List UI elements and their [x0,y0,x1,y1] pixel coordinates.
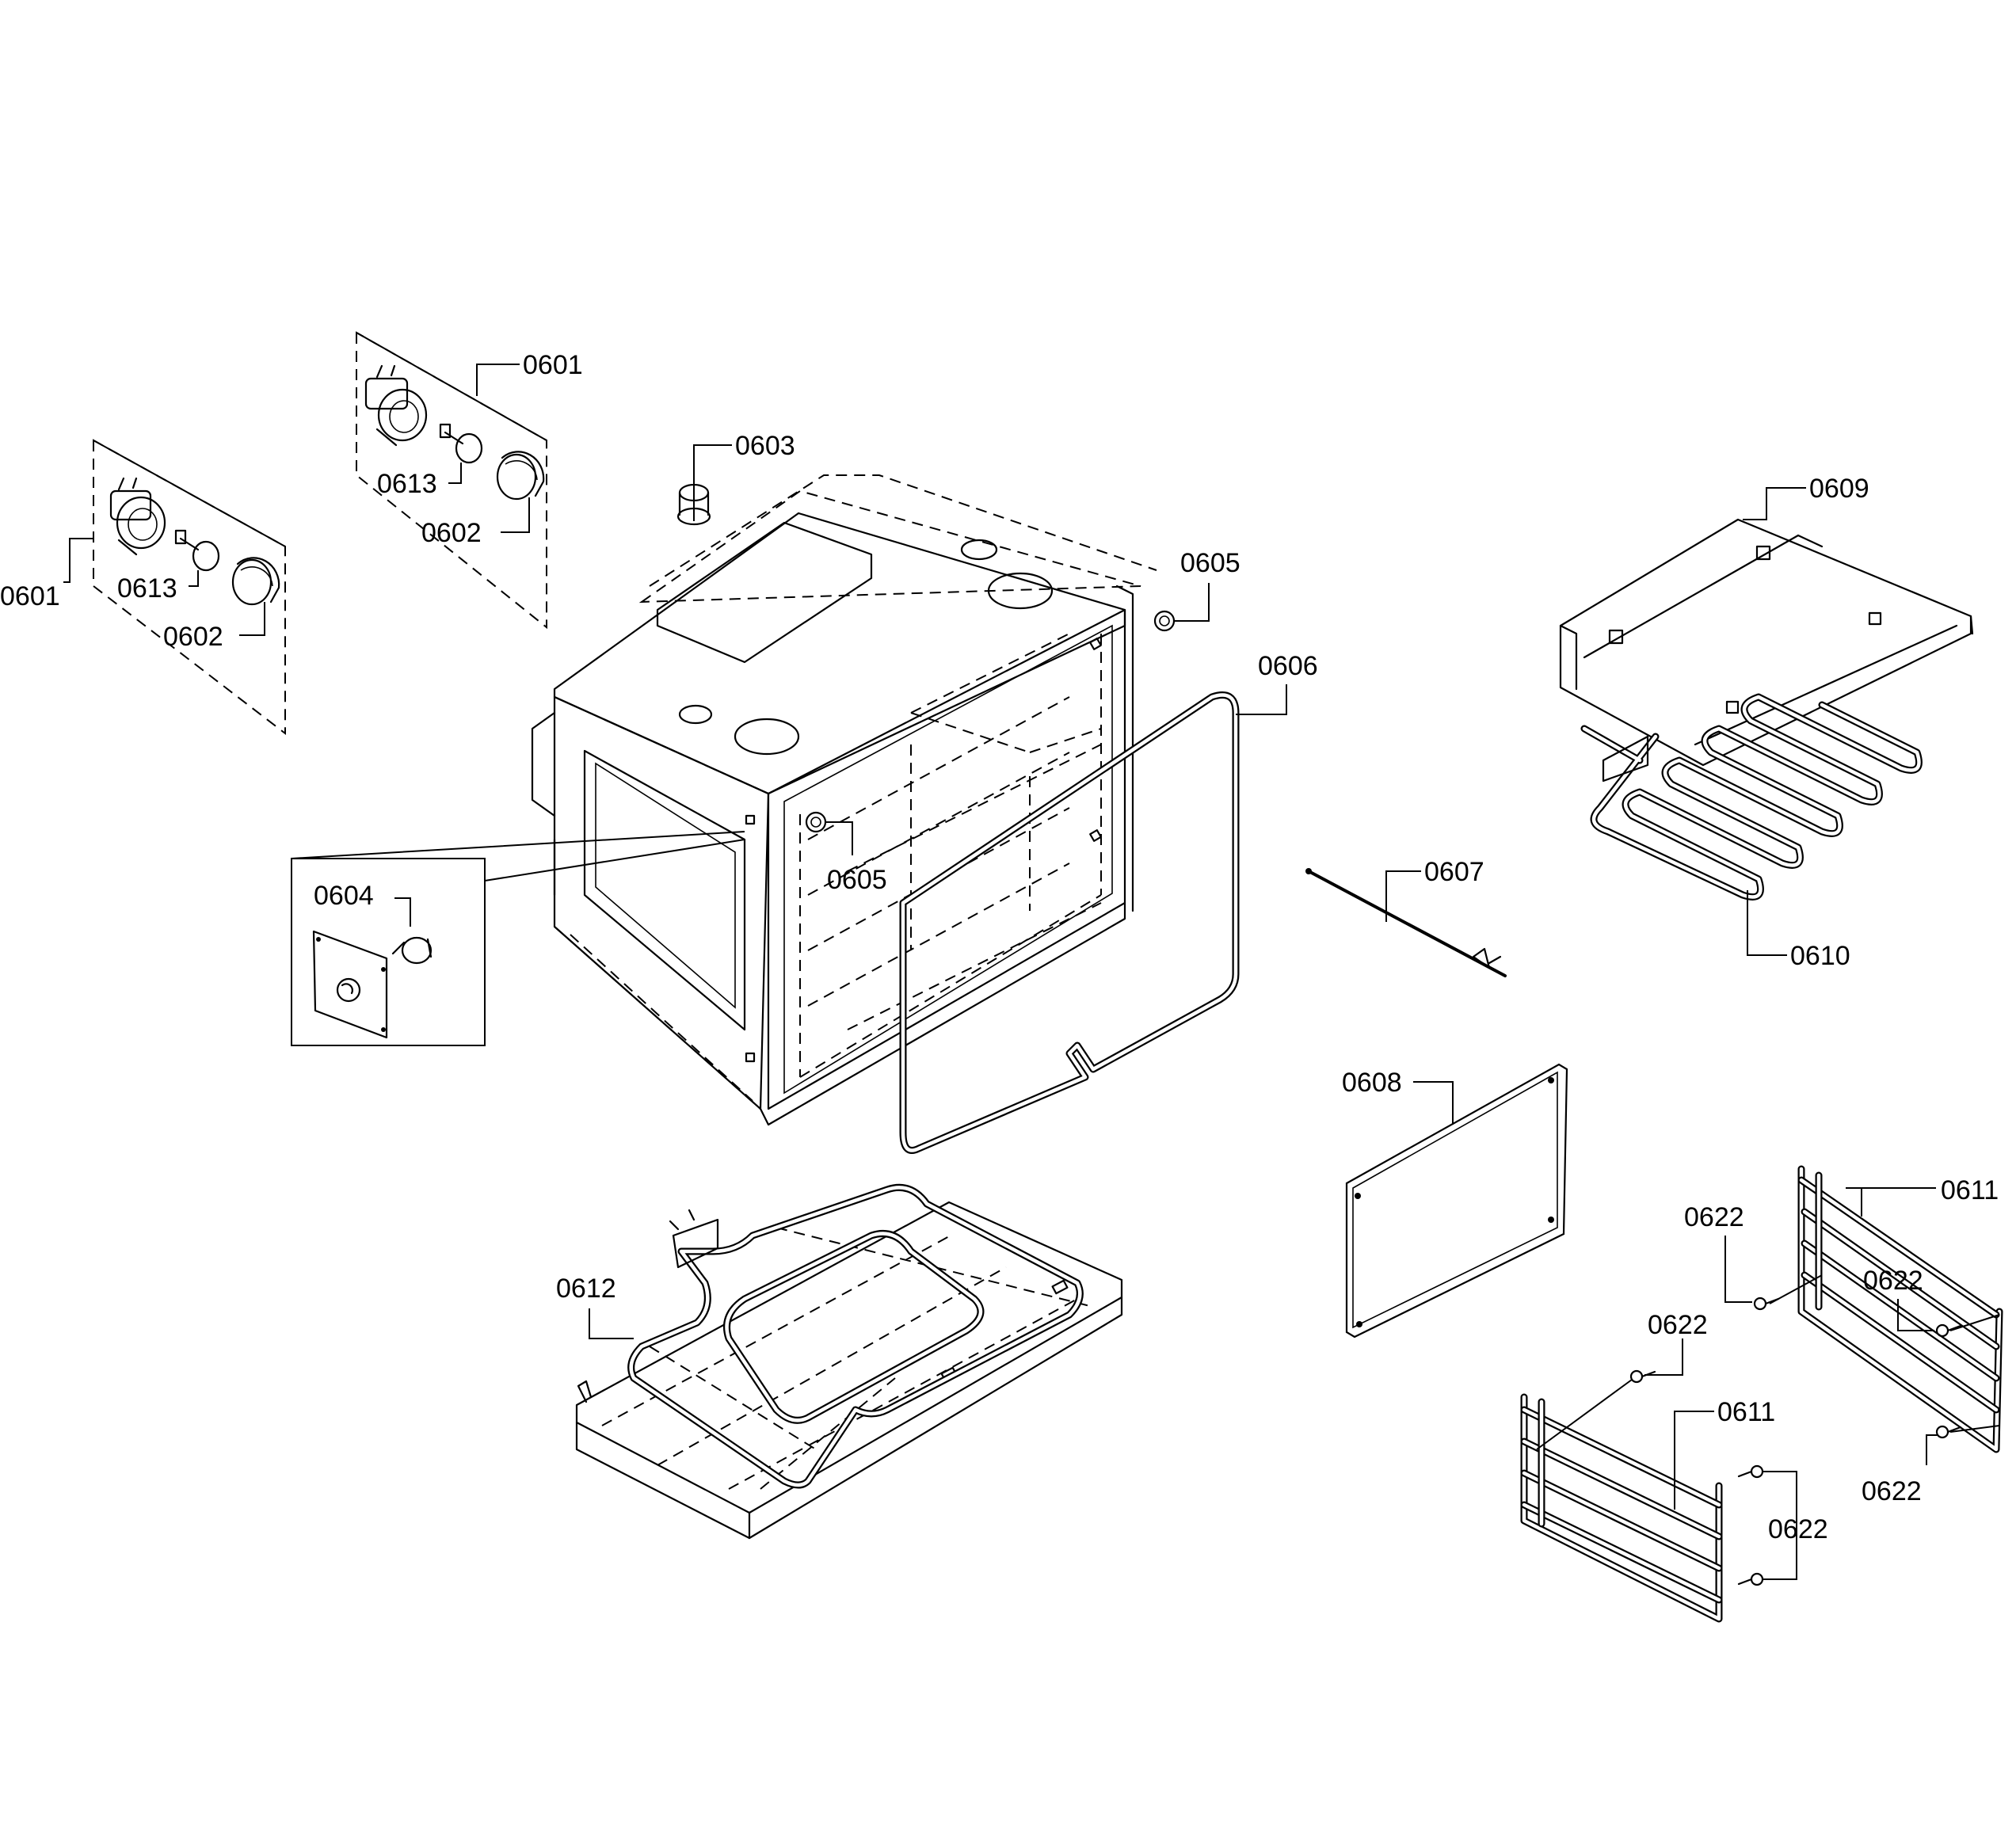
part-label-0622-e: 0622 [1768,1514,1828,1544]
bulb-right-icon [439,423,483,464]
lamp-socket-left-icon [109,477,166,556]
part-label-0605-front: 0605 [827,865,887,895]
part-label-0613-left: 0613 [117,573,177,604]
part-label-0607: 0607 [1424,857,1484,887]
part-label-0609: 0609 [1809,474,1869,504]
lamp-cover-left-icon [231,557,280,606]
bulb-left-icon [174,529,220,572]
part-label-0603: 0603 [735,431,795,461]
part-label-0604: 0604 [314,881,374,911]
lamp-socket-right-icon [364,364,428,447]
part-label-0602-right: 0602 [421,518,482,548]
part-label-0612: 0612 [556,1274,616,1304]
lamp-cover-right-icon [496,451,545,501]
broil-element-0610: 0610 [1580,693,1923,971]
rack-support-0611-right: 0611 [1797,1165,2003,1453]
part-label-0622-b: 0622 [1863,1266,1923,1296]
temperature-sensor-0607: 0607 [1305,857,1507,977]
part-label-0608: 0608 [1342,1068,1402,1098]
screw-0622-e: 0622 [1737,1464,1828,1586]
plug-0605-top: 0605 [1153,548,1240,632]
part-label-0622-d: 0622 [1862,1476,1922,1506]
part-label-0610: 0610 [1790,941,1850,971]
vent-plug-0603: 0603 [676,431,795,526]
bake-element-0612: 0612 [556,1183,1123,1540]
part-label-0606: 0606 [1258,651,1318,681]
part-label-0613-right: 0613 [377,469,437,499]
screw-0622-a: 0622 [1684,1202,1823,1311]
screw-0622-d: 0622 [1862,1425,2000,1506]
rack-support-0611-left: 0611 [1520,1393,1775,1623]
part-label-0605-top: 0605 [1180,548,1240,578]
part-label-0601-right: 0601 [523,350,583,380]
light-bracket-0604: 0604 [291,831,745,1046]
part-label-0622-c: 0622 [1648,1310,1708,1340]
oven-cavity [531,474,1157,1126]
door-gasket-0606: 0606 [899,651,1318,1154]
lamp-assembly-right: 0601 0613 0602 [356,331,583,630]
top-cover-0609: 0609 [1559,474,1974,767]
part-label-0602-left: 0602 [163,622,223,652]
plug-0605-front: 0605 [805,811,887,895]
part-label-0622-a: 0622 [1684,1202,1744,1232]
part-label-0611-right: 0611 [1941,1175,1999,1205]
screw-0622-c: 0622 [1536,1310,1708,1450]
back-panel-0608: 0608 [1342,1063,1568,1338]
screw-0622-b: 0622 [1863,1266,2000,1338]
part-label-0601-left: 0601 [0,581,60,611]
part-label-0611-left: 0611 [1717,1397,1775,1427]
lamp-assembly-left: 0601 0613 0602 [0,439,286,736]
